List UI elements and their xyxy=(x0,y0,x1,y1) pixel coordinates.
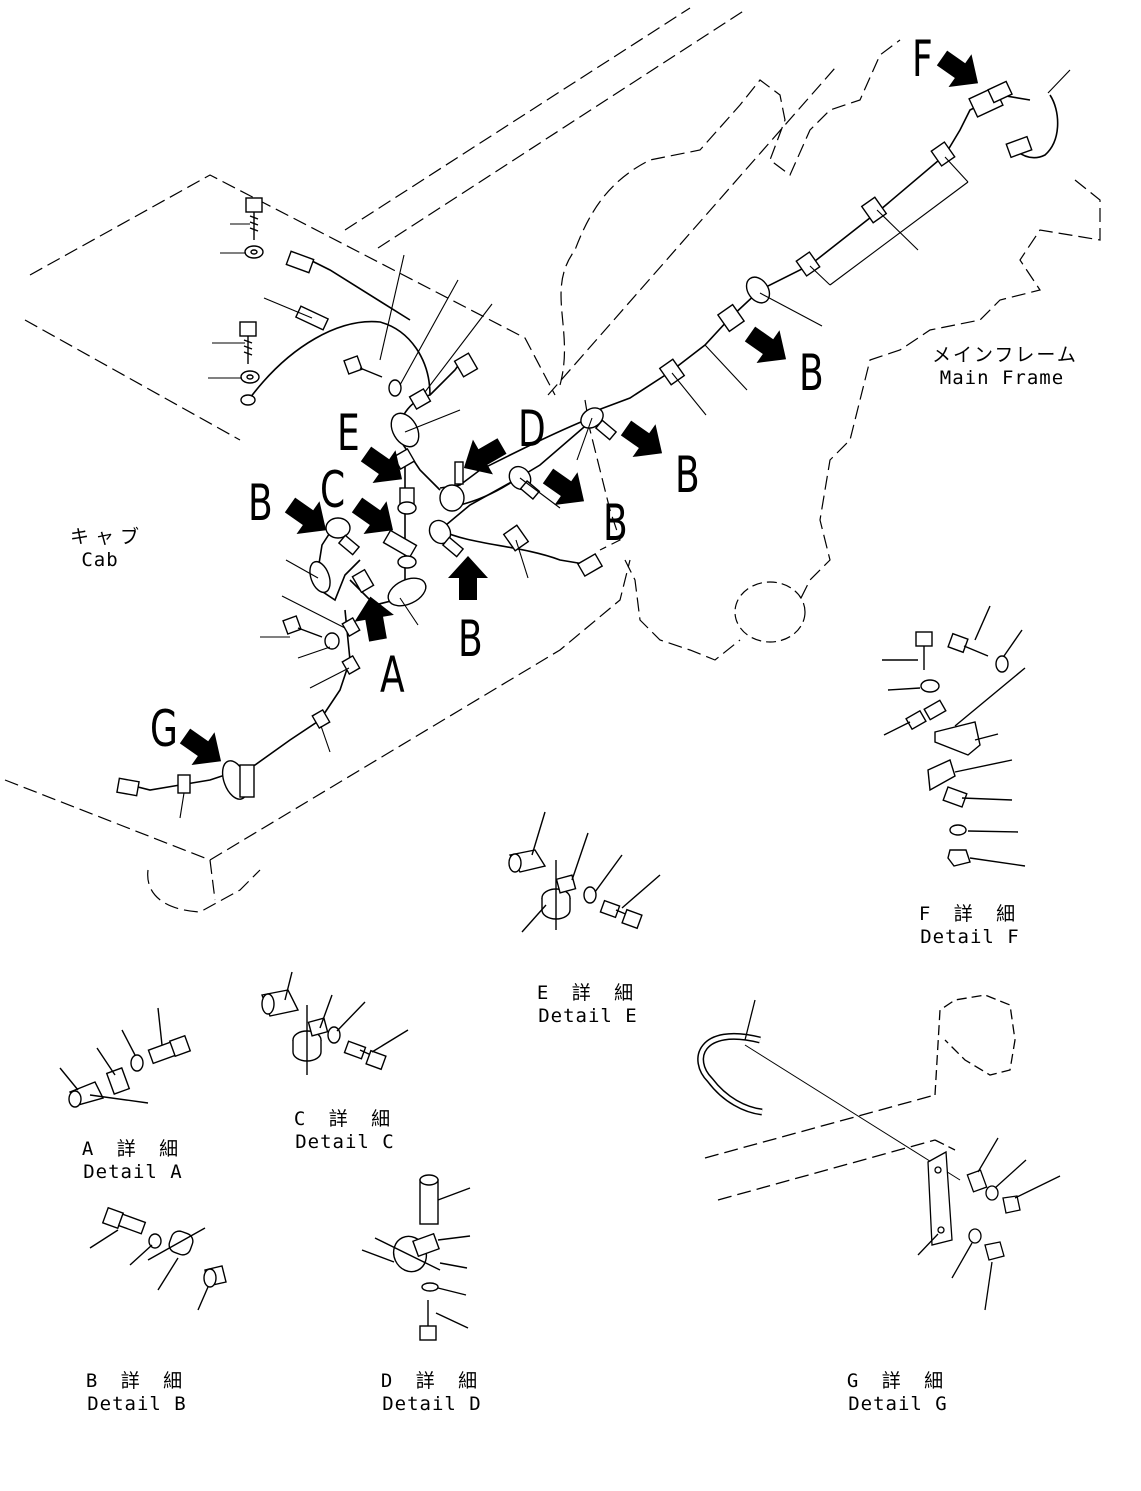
leader-lines xyxy=(179,69,1071,819)
callout-c: C xyxy=(320,461,346,519)
detail-e-jp: E 詳 細 xyxy=(536,982,640,1004)
main-frame-outline xyxy=(344,7,1101,661)
detail-c-en: Detail C xyxy=(295,1131,395,1153)
callout-b-frame: B xyxy=(799,344,824,402)
detail-g-caption: G 詳 細 Detail G xyxy=(843,1372,953,1414)
detail-c-drawing xyxy=(261,971,409,1075)
main-frame-label-jp: メインフレーム xyxy=(932,344,1078,366)
main-frame-label: メインフレーム Main Frame xyxy=(932,344,1078,389)
detail-a-en: Detail A xyxy=(83,1161,183,1183)
cab-label: キャブ Cab xyxy=(70,526,146,571)
detail-d-caption: D 詳 細 Detail D xyxy=(377,1372,487,1414)
callout-arrows xyxy=(173,41,990,778)
detail-b-drawing xyxy=(89,1206,227,1311)
callout-b-left: B xyxy=(248,474,273,532)
callout-e: E xyxy=(337,404,360,462)
detail-d-jp: D 詳 細 xyxy=(380,1370,484,1392)
cab-fasteners xyxy=(239,197,402,650)
callout-b-right: B xyxy=(603,494,628,552)
detail-f-caption: F 詳 細 Detail F xyxy=(915,905,1025,947)
cab-label-en: Cab xyxy=(81,549,119,571)
detail-a-caption: A 詳 細 Detail A xyxy=(78,1140,188,1182)
detail-f-drawing xyxy=(882,605,1026,867)
harness-clamps xyxy=(116,80,1033,800)
detail-e-drawing xyxy=(508,811,661,933)
detail-e-en: Detail E xyxy=(538,1005,638,1027)
callout-b-mid: B xyxy=(675,446,700,504)
detail-a-drawing xyxy=(59,1007,192,1108)
detail-f-en: Detail F xyxy=(920,926,1020,948)
detail-a-jp: A 詳 細 xyxy=(81,1138,185,1160)
callout-b-bottom: B xyxy=(458,610,483,668)
cab-outline xyxy=(4,174,631,913)
detail-b-jp: B 詳 細 xyxy=(85,1370,189,1392)
detail-f-jp: F 詳 細 xyxy=(918,903,1022,925)
detail-g-en: Detail G xyxy=(848,1393,948,1415)
detail-g-drawing xyxy=(697,994,1061,1311)
main-frame-label-en: Main Frame xyxy=(939,367,1065,389)
detail-g-jp: G 詳 細 xyxy=(846,1370,950,1392)
callout-d: D xyxy=(518,400,546,458)
callout-g: G xyxy=(150,700,178,758)
detail-e-caption: E 詳 細 Detail E xyxy=(533,984,643,1026)
detail-d-drawing xyxy=(361,1174,471,1341)
cab-label-jp: キャブ xyxy=(70,526,146,548)
callout-a: A xyxy=(380,646,405,704)
detail-c-jp: C 詳 細 xyxy=(293,1108,397,1130)
detail-c-caption: C 詳 細 Detail C xyxy=(290,1110,400,1152)
detail-b-caption: B 詳 細 Detail B xyxy=(82,1372,192,1414)
detail-b-en: Detail B xyxy=(87,1393,187,1415)
callout-f: F xyxy=(912,30,933,88)
wire-harness xyxy=(129,94,1059,791)
detail-d-en: Detail D xyxy=(382,1393,482,1415)
